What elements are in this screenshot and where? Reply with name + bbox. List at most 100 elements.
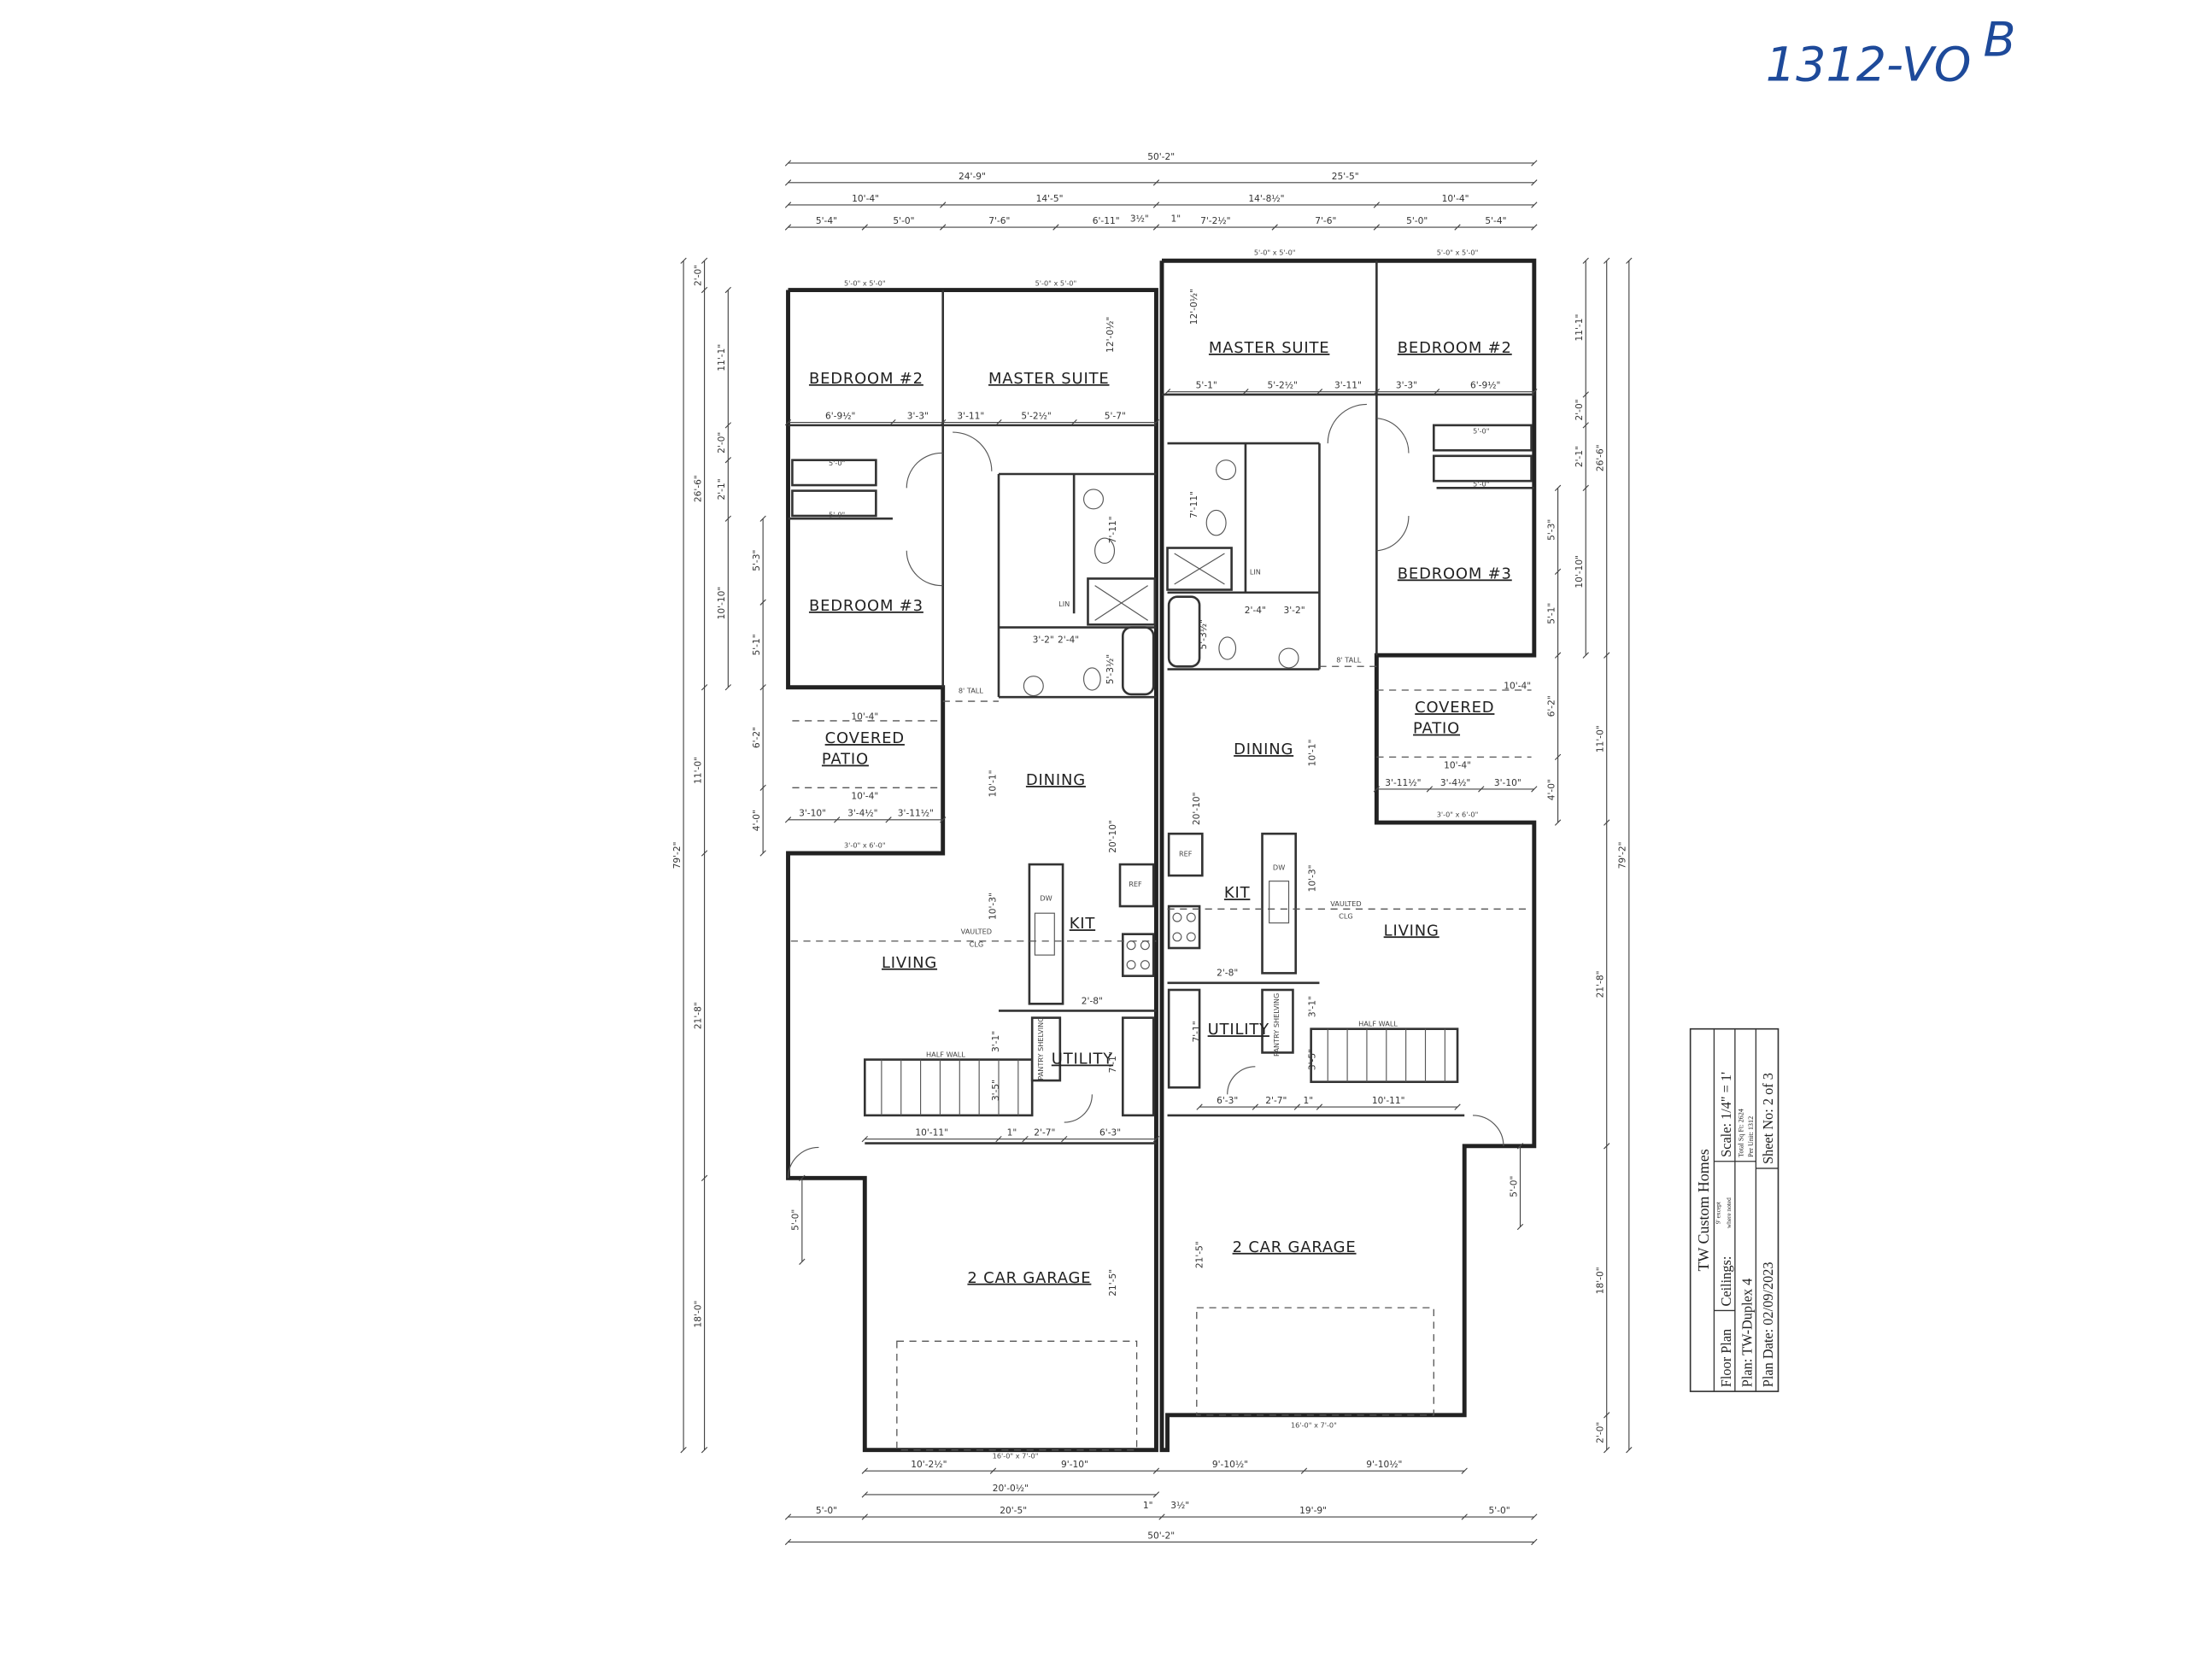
- left-inner-dim-tick: [759, 599, 766, 606]
- left-garage-dim-tick: [799, 1174, 806, 1182]
- right-bed-dim-label: 3'-3": [1396, 380, 1417, 391]
- title-plan: Plan: TW-Duplex 4: [1738, 1279, 1755, 1387]
- room-label-left-bedroom2: BEDROOM #2: [809, 370, 923, 388]
- right-garage-top-dim-tick: [1196, 1103, 1203, 1110]
- left-bed-dim-label: 6'-9½": [825, 411, 855, 422]
- top-overall-dim-label: 50'-2": [1147, 151, 1175, 162]
- top-overall-dim-tick: [1531, 160, 1538, 167]
- left-garage-top-dim-label: 2'-7": [1034, 1127, 1055, 1139]
- left-util-dim: 3'-1": [990, 1031, 1001, 1052]
- room-label-right-dining: DINING: [1234, 740, 1293, 758]
- right-bed-dim-tick: [1531, 389, 1538, 395]
- right-util-dim: 3'-5": [1307, 1049, 1318, 1070]
- top-row2-dim-tick: [1152, 202, 1160, 208]
- room-label-left-master: MASTER SUITE: [988, 370, 1109, 388]
- title-ceilings-note-top: 9' except: [1715, 1202, 1722, 1224]
- right-door-dim: 2'-8": [1217, 968, 1238, 979]
- left-inner-dim-label: 5'-1": [751, 634, 762, 655]
- bottom-overall-dim-tick: [784, 1538, 792, 1546]
- title-scale: Scale: 1/4" = 1': [1718, 1072, 1734, 1157]
- right-outer-dim-tick: [1604, 257, 1610, 264]
- bottom-overall-dim-label: 50'-2": [1147, 1530, 1175, 1541]
- right-bed-dim-label: 5'-1": [1196, 380, 1217, 391]
- top-row3-dim-tick: [1152, 224, 1160, 231]
- party-wall-dim: 1": [1143, 1500, 1153, 1511]
- bottom-row1-dim-tick: [989, 1467, 997, 1474]
- left-outer-dim-label: 11'-0": [692, 757, 703, 784]
- right-outer-dim-tick: [1604, 819, 1610, 826]
- left-mid-dim-label: 11'-1": [716, 344, 727, 372]
- bottom-row1-dim-tick: [1461, 1467, 1468, 1474]
- left-garage-dim: 21'-5": [1107, 1269, 1118, 1297]
- right-bed-dim-tick: [1316, 389, 1323, 395]
- top-row3-dim-label: 7'-6": [988, 215, 1010, 226]
- right-inner-dim-tick: [1554, 753, 1562, 761]
- left-bed-dim-label: 5'-7": [1105, 411, 1126, 422]
- right-mid-dim-label: 2'-0": [1574, 399, 1585, 420]
- right-overall-dim-tick: [1626, 1446, 1633, 1454]
- bottom-row1-dim-tick: [1300, 1467, 1308, 1474]
- note-vaulted1: VAULTED: [961, 928, 992, 936]
- left-garage-dim-tick: [799, 1258, 806, 1265]
- right-mid-dim-tick: [1582, 422, 1589, 429]
- right-bed-dim-label: 6'-9½": [1470, 380, 1500, 391]
- left-bed-dim-tick: [1152, 419, 1160, 426]
- left-mid-dim-tick: [724, 457, 731, 464]
- right-dining-dim: 20'-10": [1191, 792, 1202, 825]
- left-interior-walls: [787, 290, 1157, 1451]
- left-patio-dim-tick: [784, 817, 792, 823]
- top-row2-dim-label: 10'-4": [852, 193, 879, 204]
- room-label-left-utility: UTILITY: [1052, 1050, 1113, 1068]
- right-overall-dim-label: 79'-2": [1617, 842, 1628, 869]
- bottom-row3-dim-tick: [1158, 1513, 1165, 1520]
- note-closet: 5'-0": [1473, 427, 1489, 436]
- right-mid-dim-label: 2'-1": [1574, 446, 1585, 467]
- left-bath-dim: 2'-4": [1058, 635, 1079, 646]
- right-mid-dim-tick: [1582, 391, 1589, 398]
- note-pantry: PANTRY SHELVING: [1272, 993, 1281, 1057]
- right-wc-dim: 7'-11": [1188, 491, 1199, 518]
- party-wall-dim: 3½": [1170, 1500, 1189, 1511]
- top-row2-dim-tick: [1373, 202, 1381, 208]
- title-total-sqft: Total Sq Ft: 2624: [1738, 1109, 1745, 1157]
- left-outer-dim-tick: [701, 1174, 708, 1182]
- title-company: TW Custom Homes: [1695, 1149, 1712, 1271]
- note-closet: 5'-0": [829, 459, 845, 467]
- left-bed-dim-tick: [940, 419, 947, 426]
- top-row2-dim-label: 10'-4": [1442, 193, 1469, 204]
- note-window-bed: 5'-0" x 5'-0": [1035, 279, 1077, 288]
- top-row3-dim-label: 5'-4": [816, 215, 837, 226]
- right-outer-dim-label: 26'-6": [1595, 444, 1606, 471]
- top-row2-dim-tick: [784, 202, 792, 208]
- top-row2-dim-label: 14'-8½": [1248, 193, 1284, 204]
- top-unit-dim-tick: [784, 179, 792, 186]
- note-dw: DW: [1040, 894, 1052, 903]
- labels: 50'-2"24'-9"25'-5"10'-4"14'-5"14'-8½"10'…: [671, 151, 1628, 1541]
- bottom-overall-dim-tick: [1531, 1538, 1538, 1546]
- right-mid-dim-tick: [1582, 257, 1589, 264]
- left-outer-dim-tick: [701, 1446, 708, 1454]
- left-garage-top-dim-tick: [1022, 1135, 1029, 1143]
- right-inner-dim-tick: [1554, 484, 1562, 491]
- note-garage-door: 16'-0" x 7'-0": [993, 1451, 1039, 1460]
- left-outer-dim-label: 21'-8": [692, 1002, 703, 1029]
- right-mid-dim-tick: [1582, 652, 1589, 659]
- top-row3-dim-tick: [940, 224, 947, 231]
- right-garage-dim-tick: [1516, 1143, 1524, 1150]
- left-inner-dim-tick: [759, 784, 766, 791]
- note-window-bed: 5'-0" x 5'-0": [1437, 249, 1479, 257]
- top-overall-dim-tick: [784, 160, 792, 167]
- right-patio-dim: 10'-4": [1444, 759, 1471, 770]
- right-patio-dim-tick: [1426, 786, 1434, 793]
- right-garage-top-dim-label: 1": [1304, 1095, 1314, 1106]
- bottom-row3-dim-label: 20'-5": [1000, 1505, 1027, 1516]
- left-bed-dim-label: 3'-11": [957, 411, 984, 422]
- right-patio-dim-label: 3'-10": [1494, 777, 1522, 788]
- room-label-right-patio2: PATIO: [1413, 720, 1460, 738]
- room-label-left-kit: KIT: [1070, 915, 1096, 933]
- right-garage-top-dim-tick: [1293, 1103, 1300, 1110]
- top-unit-dim-tick: [1531, 179, 1538, 186]
- note-window-bed: 5'-0" x 5'-0": [1254, 249, 1296, 257]
- right-patio-dim-label: 3'-4½": [1440, 777, 1470, 788]
- left-door-dim: 2'-8": [1082, 995, 1103, 1006]
